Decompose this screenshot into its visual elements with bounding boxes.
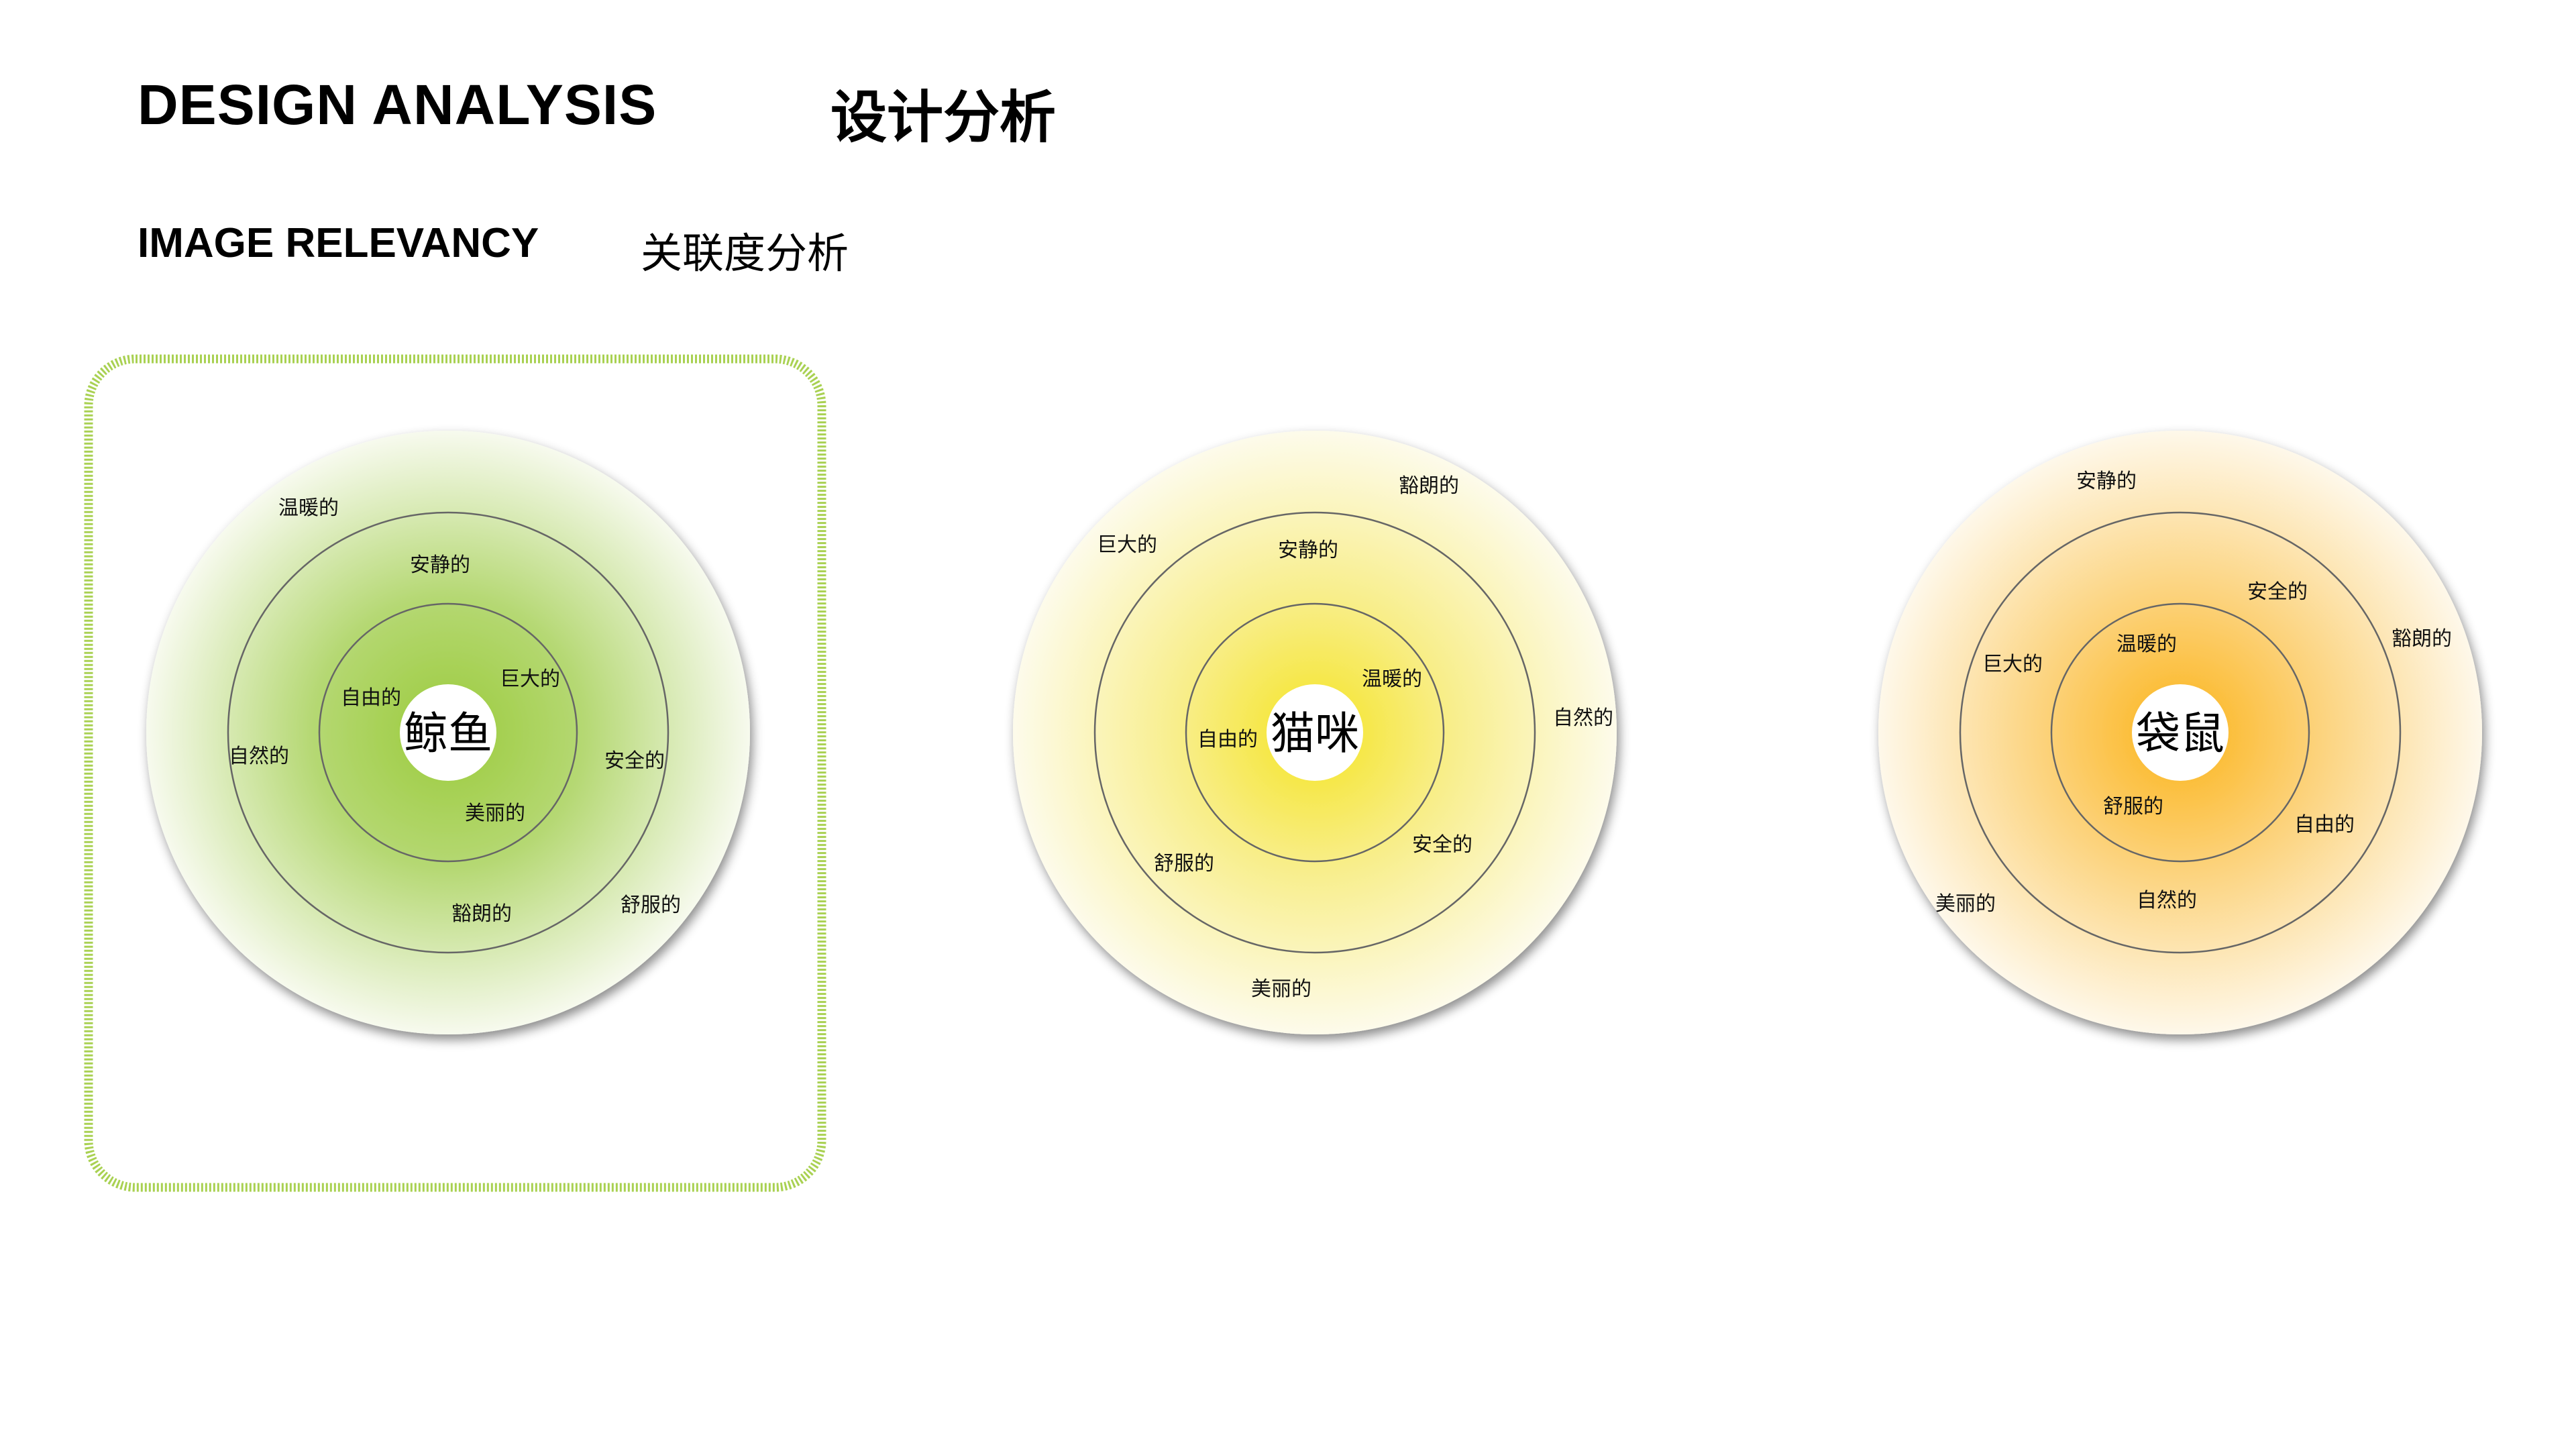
middle-ring-word: 舒服的 — [1154, 852, 1214, 875]
inner-ring-word: 巨大的 — [500, 667, 560, 691]
outer-ring-word: 豁朗的 — [1399, 474, 1459, 498]
middle-ring-word: 自然的 — [2137, 889, 2197, 912]
section-title-en: IMAGE RELEVANCY — [138, 220, 539, 266]
middle-ring-word: 自然的 — [229, 745, 289, 768]
outer-ring-word: 美丽的 — [1251, 977, 1311, 1001]
middle-ring — [1093, 511, 1536, 954]
center-core — [1267, 684, 1363, 781]
outer-ring-word: 舒服的 — [621, 894, 681, 917]
inner-ring — [2050, 602, 2310, 863]
middle-ring-word: 自由的 — [2294, 813, 2355, 837]
middle-ring-word: 安静的 — [1278, 539, 1338, 562]
page-title-cn: 设计分析 — [830, 85, 1057, 150]
center-label: 猫咪 — [1271, 708, 1359, 759]
inner-ring — [318, 602, 578, 863]
inner-ring-word: 自由的 — [1197, 728, 1258, 751]
center-label: 鲸鱼 — [404, 708, 492, 759]
center-core — [400, 684, 496, 781]
center-core — [2132, 684, 2229, 781]
outer-ring-word: 安静的 — [2076, 470, 2137, 493]
inner-ring-word: 美丽的 — [465, 802, 525, 825]
outer-ring-word: 美丽的 — [1935, 892, 1996, 916]
center-label: 袋鼠 — [2136, 708, 2224, 759]
inner-ring-word: 温暖的 — [1362, 667, 1422, 691]
highlight-frame — [84, 354, 826, 1192]
middle-ring-word: 安静的 — [410, 553, 470, 577]
inner-ring — [1185, 602, 1445, 863]
outer-ring-word: 巨大的 — [1097, 533, 1157, 557]
inner-ring-word: 自由的 — [341, 686, 401, 710]
page-title-en: DESIGN ANALYSIS — [138, 73, 657, 136]
middle-ring-word: 巨大的 — [1982, 653, 2043, 676]
section-title-cn: 关联度分析 — [641, 229, 849, 278]
middle-ring — [1959, 511, 2402, 954]
middle-ring-word: 安全的 — [1412, 833, 1472, 857]
middle-ring-word: 安全的 — [604, 749, 665, 773]
middle-ring — [227, 511, 669, 954]
inner-ring-word: 温暖的 — [2116, 633, 2177, 656]
middle-ring-word: 安全的 — [2247, 580, 2308, 604]
middle-ring-word: 豁朗的 — [451, 902, 512, 926]
outer-ring-word: 温暖的 — [278, 496, 339, 520]
outer-ring-word: 豁朗的 — [2392, 627, 2452, 651]
outer-ring-word: 自然的 — [1553, 706, 1613, 730]
inner-ring-word: 舒服的 — [2103, 795, 2163, 818]
